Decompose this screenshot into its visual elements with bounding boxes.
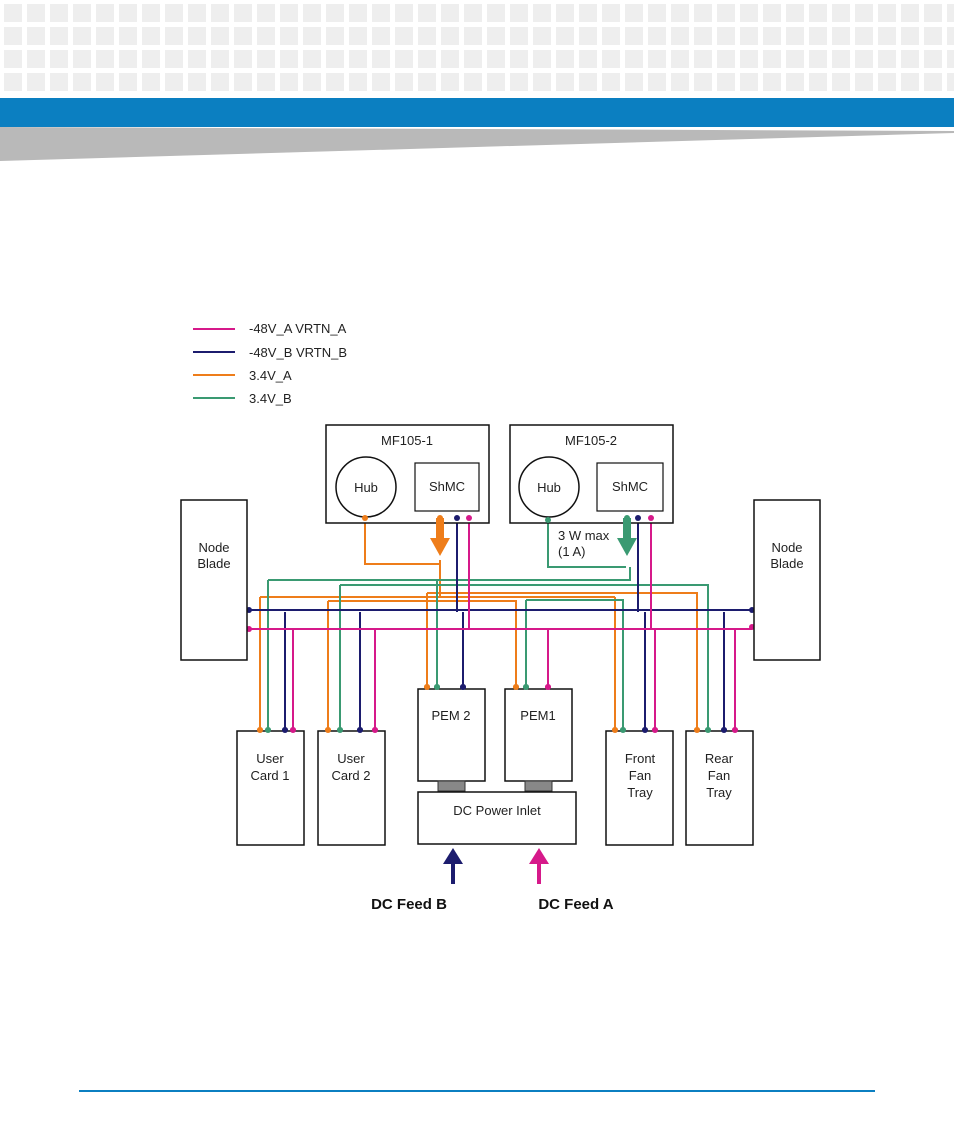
mf105-2-title: MF105-2: [565, 433, 617, 448]
wire-magenta-drops: [292, 518, 736, 730]
dc-feed-b-arrow-icon: [443, 848, 463, 884]
node-blade-right: Node Blade: [753, 499, 821, 661]
svg-text:Node: Node: [198, 540, 229, 555]
legend-label-3v4-b: 3.4V_B: [249, 391, 292, 406]
shmc-1-label: ShMC: [429, 479, 465, 494]
rear-fan-tray: Rear Fan Tray: [685, 730, 754, 846]
wire-navy-drops: [284, 518, 725, 730]
svg-text:Fan: Fan: [708, 768, 730, 783]
dc-power-inlet: DC Power Inlet: [417, 791, 577, 845]
user-card-2: User Card 2: [317, 730, 386, 846]
arrow-3v4b-icon: [617, 518, 637, 556]
hub-2-label: Hub: [537, 480, 561, 495]
svg-text:Card 1: Card 1: [250, 768, 289, 783]
wire-green-bus-1: [267, 567, 631, 730]
hub-2-circle: [518, 456, 580, 518]
footer-rule: [79, 1090, 875, 1092]
svg-text:Tray: Tray: [706, 785, 732, 800]
svg-text:Blade: Blade: [770, 556, 803, 571]
header-blue-band: [0, 98, 954, 127]
wire-orange-bus-2: [327, 600, 517, 730]
legend-label-48v-a: -48V_A VRTN_A: [249, 321, 347, 336]
svg-text:Fan: Fan: [629, 768, 651, 783]
svg-text:Card 2: Card 2: [331, 768, 370, 783]
pem-1: PEM1: [504, 688, 573, 792]
svg-text:DC Power Inlet: DC Power Inlet: [453, 803, 541, 818]
mf105-1-block: MF105-1 Hub ShMC: [325, 424, 490, 524]
shmc-2-note-current: (1 A): [558, 544, 585, 559]
wire-green-bus-3: [525, 599, 624, 730]
connection-dots: [246, 515, 755, 733]
user-card-1: User Card 1: [236, 730, 305, 846]
hub-1-label: Hub: [354, 480, 378, 495]
svg-text:User: User: [256, 751, 284, 766]
arrow-3v4a-icon: [430, 518, 450, 556]
svg-text:PEM 2: PEM 2: [431, 708, 470, 723]
dc-feed-b-label: DC Feed B: [371, 896, 447, 913]
wire-hub1-orange: [364, 518, 440, 565]
legend-label-48v-b: -48V_B VRTN_B: [249, 345, 347, 360]
svg-text:Blade: Blade: [197, 556, 230, 571]
shmc-2-note-power: 3 W max: [558, 528, 610, 543]
shmc-2-box: [596, 462, 664, 512]
mf105-1-title: MF105-1: [381, 433, 433, 448]
wiring: [249, 518, 752, 730]
svg-text:PEM1: PEM1: [520, 708, 555, 723]
pem-2: PEM 2: [417, 688, 486, 792]
wire-orange-bus-3: [426, 592, 698, 730]
svg-text:Tray: Tray: [627, 785, 653, 800]
legend-item-48v-a: -48V_A VRTN_A: [193, 321, 347, 336]
dc-feed-a-label: DC Feed A: [538, 896, 613, 913]
front-fan-tray: Front Fan Tray: [605, 730, 674, 846]
legend: -48V_A VRTN_A -48V_B VRTN_B 3.4V_A 3.4V_…: [193, 321, 347, 406]
node-blade-left: Node Blade: [180, 499, 248, 661]
dc-feed-a-arrow-icon: [529, 848, 549, 884]
mf105-2-block: MF105-2 Hub ShMC: [509, 424, 674, 524]
svg-text:Front: Front: [625, 751, 656, 766]
shmc-1-box: [414, 462, 480, 512]
header-tile-pattern: [0, 0, 954, 96]
legend-item-3v4-b: 3.4V_B: [193, 391, 292, 406]
svg-text:Node: Node: [771, 540, 802, 555]
svg-text:Rear: Rear: [705, 751, 734, 766]
header-gray-wedge: [0, 127, 954, 161]
wire-hub2-green: [547, 520, 626, 568]
legend-item-48v-b: -48V_B VRTN_B: [193, 345, 347, 360]
legend-label-3v4-a: 3.4V_A: [249, 368, 292, 383]
legend-item-3v4-a: 3.4V_A: [193, 368, 292, 383]
svg-text:User: User: [337, 751, 365, 766]
shmc-2-label: ShMC: [612, 479, 648, 494]
